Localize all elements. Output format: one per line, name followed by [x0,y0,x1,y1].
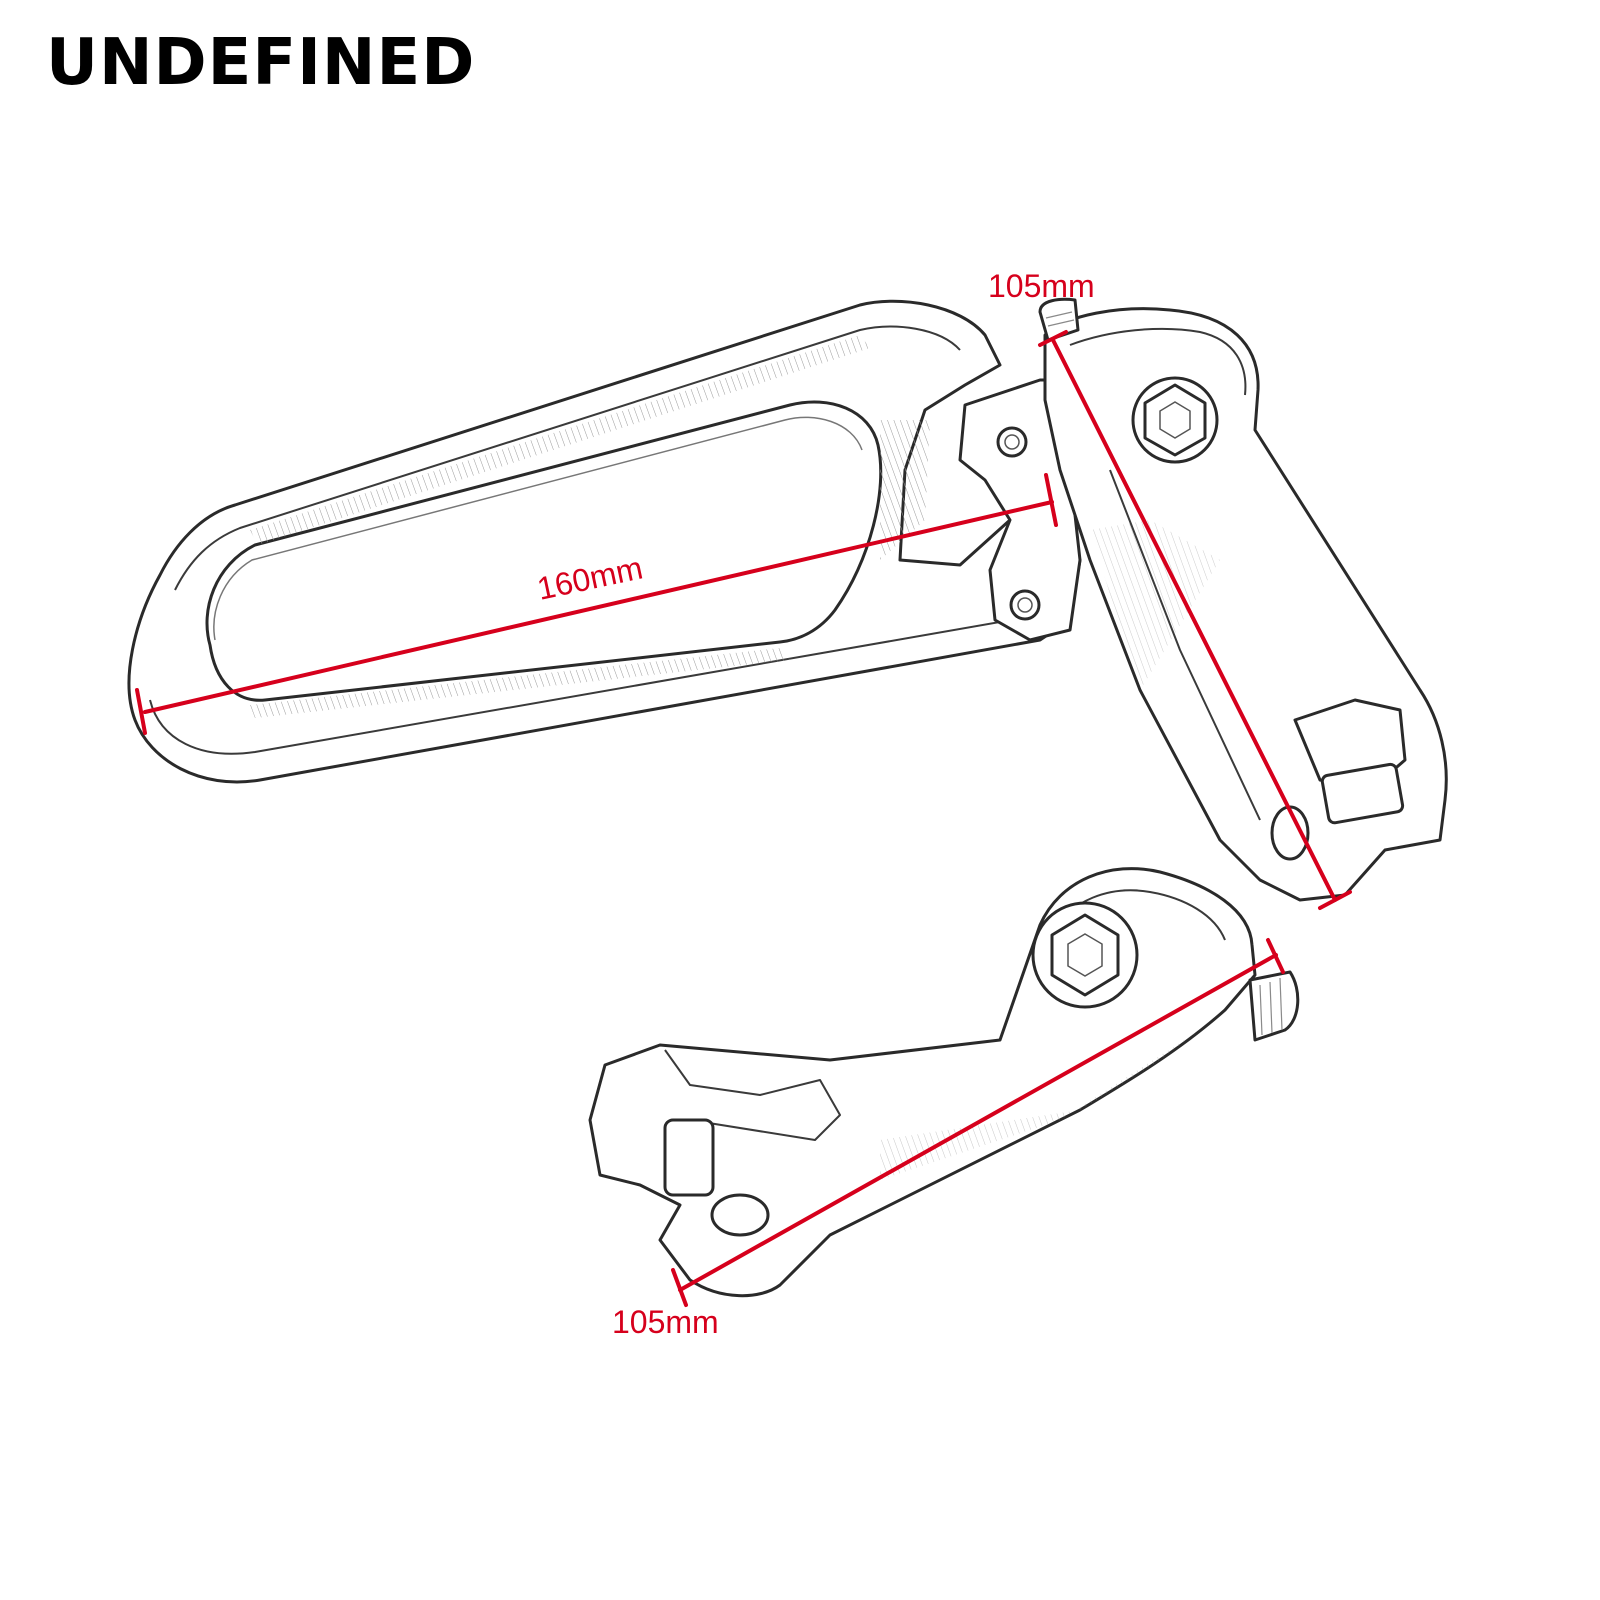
lower-pivot-hole [710,1193,770,1237]
upper-hex-head [1143,383,1207,457]
brand-logo: UNDEFINED [46,26,476,100]
dimension-tick-left [135,688,147,735]
dimension-tick-lower-left [671,1268,688,1307]
dimension-upper-bracket: 105mm [988,268,1352,910]
dimension-label-lower-105: 105mm [612,1304,719,1340]
dimension-line-lower-105 [678,953,1278,1292]
dimension-line-upper-105 [1051,338,1337,902]
lower-angle-arm [588,867,1257,1298]
lower-hex-head [1050,913,1120,997]
upper-bracket-drawing [127,297,1448,902]
dimension-line-160 [143,500,1054,714]
lower-bracket-drawing [588,867,1300,1298]
dimension-tick-upper-bottom [1318,890,1352,910]
lower-pin [663,1118,715,1197]
arm-pin [1320,762,1405,825]
dimension-label-upper-105: 105mm [988,268,1095,304]
lower-stud [1248,970,1300,1042]
dimension-tick-right [1044,473,1058,527]
dimension-lower-bracket: 105mm [612,938,1285,1340]
heel-plate-slot [205,400,883,702]
dimension-tick-lower-right [1266,938,1285,974]
mounting-hole-upper [996,426,1028,458]
mounting-hole-lower [1009,589,1041,621]
upper-stud [1038,297,1080,342]
dimension-tick-upper-top [1038,330,1068,347]
